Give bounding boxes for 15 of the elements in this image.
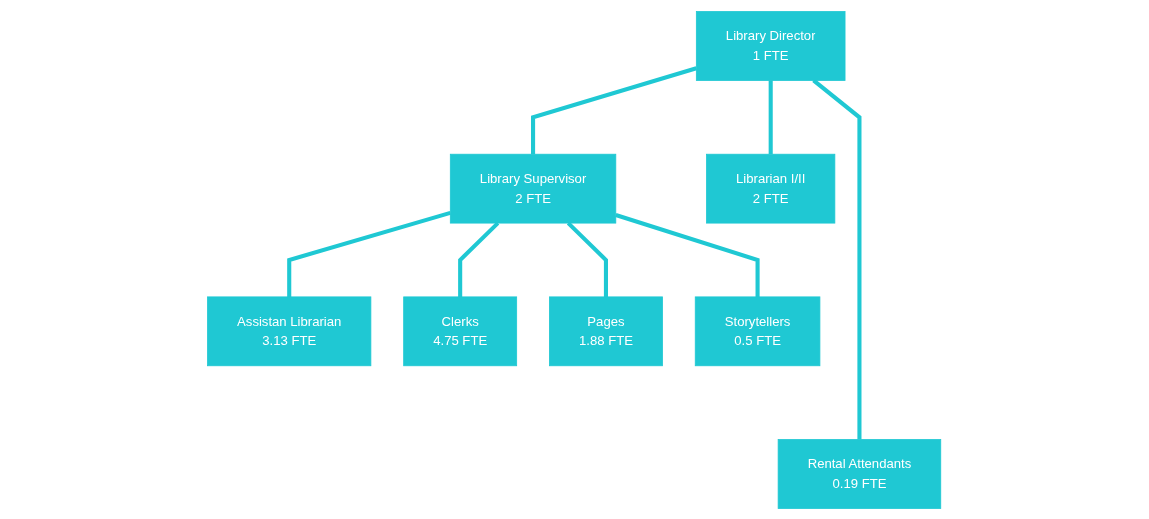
node-box: Clerks 4.75 FTE	[403, 295, 518, 366]
connector	[287, 210, 452, 297]
connector	[567, 221, 609, 297]
connector	[812, 78, 862, 440]
node-box: Library Supervisor 2 FTE	[450, 153, 617, 223]
node-box: Assistan Librarian 3.13 FTE	[207, 295, 372, 366]
node-box: Librarian I/II 2 FTE	[706, 153, 836, 223]
connector	[769, 79, 774, 154]
connector	[615, 212, 760, 297]
node-box: Library Director 1 FTE	[696, 10, 846, 81]
node-box: Storytellers 0.5 FTE	[695, 295, 821, 366]
connector	[531, 65, 698, 154]
node-box: Pages 1.88 FTE	[549, 295, 664, 366]
connector	[458, 221, 500, 297]
node-box: Rental Attendants 0.19 FTE	[778, 438, 942, 509]
